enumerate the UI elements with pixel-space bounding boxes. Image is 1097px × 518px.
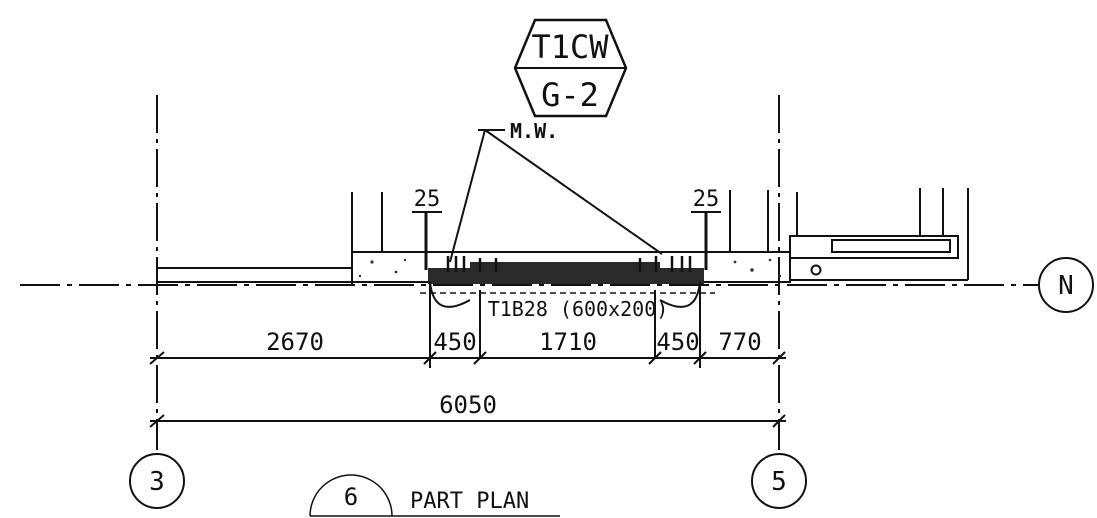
dim-25-left-text: 25 [414, 187, 441, 212]
grid-bubble-n: N [1038, 257, 1094, 313]
view-title-text: PART PLAN [410, 489, 529, 514]
tag-line-2: G-2 [541, 76, 599, 114]
right-equipment [789, 235, 968, 281]
left-wall [157, 267, 352, 283]
dim-6050: 6050 [439, 391, 497, 419]
view-title: 6 PART PLAN [309, 474, 560, 517]
beam-t1b28 [420, 256, 715, 294]
section-tag: T1CW G-2 [513, 18, 628, 118]
beam-label: T1B28 (600x200) [488, 297, 669, 321]
grid-bubble-3-label: 3 [149, 467, 165, 497]
grid-bubble-3: 3 [129, 453, 185, 509]
moving-walkway-callout: M.W. [449, 119, 663, 263]
dim-2670: 2670 [266, 328, 324, 356]
tag-line-1: T1CW [531, 28, 609, 66]
total-dimension: 6050 [149, 391, 786, 428]
grid-bubble-5: 5 [751, 453, 807, 509]
dim-25-right-text: 25 [693, 187, 720, 212]
dim-1710: 1710 [539, 328, 597, 356]
grid-lines [156, 95, 780, 450]
column-lines [351, 188, 969, 285]
dim-25-right: 25 [691, 187, 721, 270]
dim-450-right: 450 [656, 328, 699, 356]
moving-walkway-label: M.W. [510, 119, 558, 143]
grid-bubble-5-label: 5 [771, 467, 787, 497]
dim-450-left: 450 [433, 328, 476, 356]
dim-770: 770 [718, 328, 761, 356]
view-number: 6 [344, 483, 358, 511]
dim-25-left: 25 [412, 187, 442, 270]
dimension-chain: 2670 450 1710 450 770 [149, 328, 786, 368]
grid-bubble-n-label: N [1058, 271, 1074, 301]
